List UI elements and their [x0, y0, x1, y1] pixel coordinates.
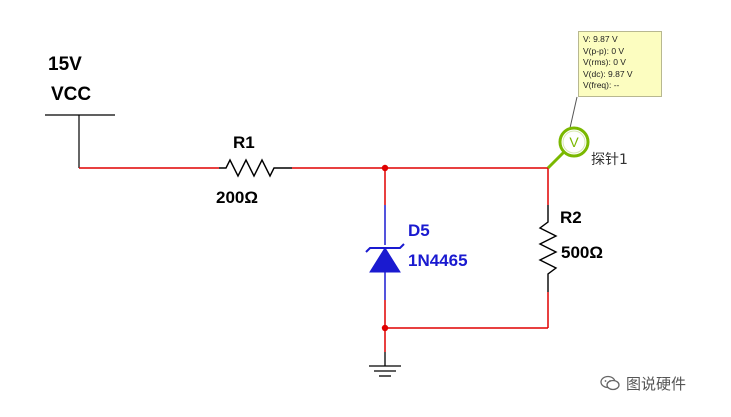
- probe-reading-vfreq: V(freq): --: [583, 80, 620, 90]
- probe-reading-vrms: V(rms): 0 V: [583, 57, 626, 67]
- probe-symbol[interactable]: V: [558, 126, 590, 158]
- probe-leader: [546, 148, 568, 170]
- junction-dot-bottom: [381, 324, 389, 332]
- junction-dot-top: [381, 164, 389, 172]
- ground-symbol: [369, 352, 401, 377]
- probe-reading-v: V: 9.87 V: [583, 34, 618, 44]
- r2-resistor[interactable]: [538, 205, 558, 292]
- vcc-voltage-label: 15V: [48, 54, 82, 75]
- d5-ref-label: D5: [408, 221, 430, 240]
- wechat-icon: [600, 375, 620, 391]
- probe-tooltip-pointer: [569, 96, 578, 129]
- wire-top-rail: [292, 167, 549, 205]
- d5-model-label: 1N4465: [408, 251, 468, 270]
- watermark-text: 图说硬件: [626, 374, 687, 393]
- r1-value-label: 200Ω: [216, 188, 258, 207]
- r2-ref-label: R2: [560, 208, 582, 227]
- probe-reading-vdc: V(dc): 9.87 V: [583, 68, 633, 79]
- vcc-name-label: VCC: [51, 84, 91, 105]
- probe-readings-tooltip: V: 9.87 V V(p-p): 0 V V(rms): 0 V V(dc):…: [578, 31, 662, 97]
- r1-ref-label: R1: [233, 133, 255, 152]
- r2-value-label: 500Ω: [561, 243, 603, 262]
- probe-reading-vpp: V(p-p): 0 V: [583, 45, 625, 56]
- watermark: 图说硬件: [600, 372, 686, 394]
- wires: [79, 167, 549, 352]
- r1-resistor[interactable]: [219, 158, 292, 178]
- probe-symbol-letter: V: [569, 134, 579, 150]
- d5-zener-diode[interactable]: [365, 205, 405, 300]
- probe-name-label: 探针1: [591, 152, 628, 168]
